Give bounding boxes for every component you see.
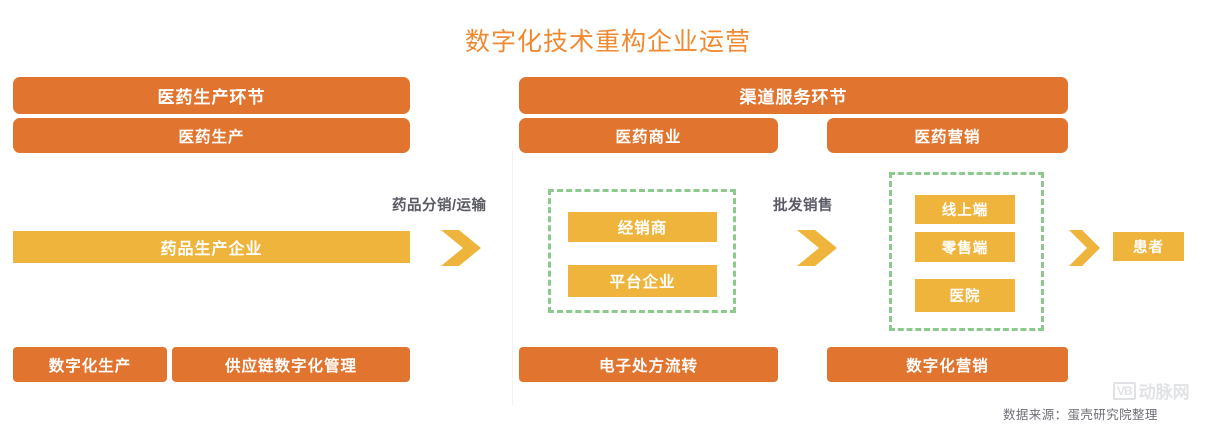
watermark: VB 动脉网 — [1113, 378, 1190, 403]
flow-arrow-2-icon — [793, 228, 845, 268]
flow-node-distributor: 经销商 — [568, 212, 717, 242]
flow-node-hospital: 医院 — [915, 279, 1015, 312]
digital-node-supply-chain: 供应链数字化管理 — [172, 347, 410, 382]
page-title: 数字化技术重构企业运营 — [464, 28, 751, 56]
flow-group-distributors — [548, 189, 736, 313]
flow-step-label-wholesale: 批发销售 — [773, 198, 833, 214]
flow-arrow-1-icon — [437, 228, 489, 268]
flow-group-endpoints — [889, 172, 1044, 331]
subsection-commerce: 医药商业 — [519, 118, 778, 153]
source-note: 数据来源：蛋壳研究院整理 — [1003, 408, 1158, 422]
flow-terminal-patient: 患者 — [1113, 232, 1184, 261]
section-header-production: 医药生产环节 — [13, 77, 410, 114]
subsection-marketing: 医药营销 — [827, 118, 1068, 153]
flow-arrow-3-icon — [1065, 228, 1107, 268]
flow-node-retail-channel: 零售端 — [915, 232, 1015, 262]
digital-node-production: 数字化生产 — [13, 347, 167, 382]
column-divider — [512, 150, 513, 405]
flow-node-platform-enterprise: 平台企业 — [568, 265, 717, 297]
watermark-badge-icon: VB — [1113, 381, 1136, 400]
section-header-channel: 渠道服务环节 — [519, 77, 1068, 114]
watermark-label: 动脉网 — [1138, 383, 1190, 402]
digital-node-digital-marketing: 数字化营销 — [827, 347, 1068, 382]
flow-node-online-channel: 线上端 — [915, 195, 1015, 224]
flow-step-label-distribution: 药品分销/运输 — [392, 198, 487, 214]
subsection-production: 医药生产 — [13, 118, 410, 153]
flow-origin-drug-manufacturer: 药品生产企业 — [13, 231, 410, 263]
digital-node-eprescription: 电子处方流转 — [519, 347, 778, 382]
